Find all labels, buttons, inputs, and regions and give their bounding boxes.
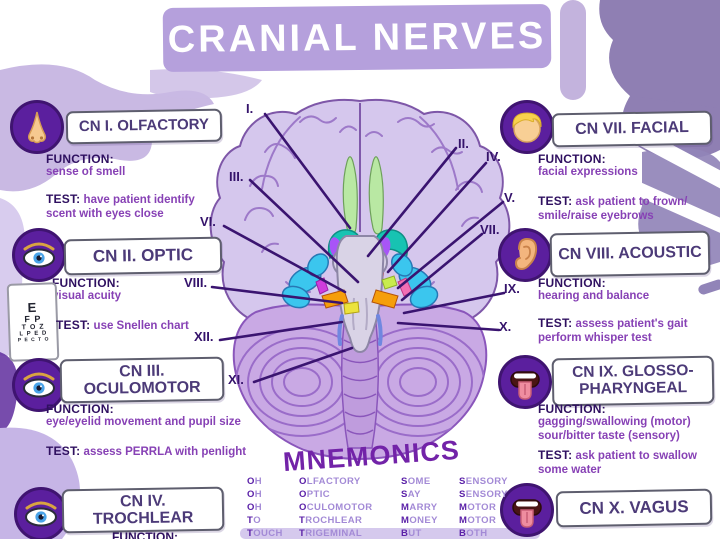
numeral-cn4: IV. bbox=[486, 149, 501, 164]
numeral-cn12: XII. bbox=[194, 329, 214, 344]
cn1-title-box: CN I. OLFACTORY bbox=[65, 108, 223, 145]
ear-icon bbox=[498, 228, 552, 282]
eye-icon bbox=[12, 228, 66, 282]
mnemonic-cell: BUT bbox=[401, 528, 422, 539]
cn1-title: CN I. OLFACTORY bbox=[78, 116, 210, 136]
mnemonic-cell: MOTOR bbox=[459, 502, 497, 513]
cn9-title: CN IX. GLOSSO- PHARYNGEAL bbox=[571, 362, 694, 398]
cn8-test: TEST: assess patient's gait perform whis… bbox=[538, 316, 688, 344]
mnemonic-cell: TROCHLEAR bbox=[299, 515, 363, 526]
numeral-cn6: VI. bbox=[200, 214, 216, 229]
cn10-title: CN X. VAGUS bbox=[579, 496, 689, 518]
numeral-cn11: XI. bbox=[228, 372, 244, 387]
mnemonic-cell: OH bbox=[247, 476, 263, 487]
mnemonics-table: OH OLFACTORY SOME SENSORY OH OPTIC SAY S… bbox=[247, 476, 539, 539]
cn7-title-box: CN VII. FACIAL bbox=[551, 110, 713, 148]
mnemonic-cell: MONEY bbox=[401, 515, 438, 526]
mnemonic-cell: SENSORY bbox=[459, 476, 508, 487]
mnemonic-cell: SOME bbox=[401, 476, 431, 487]
cn9-test: TEST: ask patient to swallow some water bbox=[538, 448, 697, 476]
mnemonic-cell: OH bbox=[247, 489, 263, 500]
mnemonic-cell: OH bbox=[247, 502, 263, 513]
cn4-title-box: CN IV. TROCHLEAR bbox=[61, 486, 225, 534]
cn8-function: FUNCTION: hearing and balance bbox=[538, 276, 650, 303]
mnemonic-cell: OLFACTORY bbox=[299, 476, 361, 487]
cn7-test: TEST: ask patient to frown/ smile/raise … bbox=[538, 194, 688, 222]
mnemonic-cell: TO bbox=[247, 515, 261, 526]
pointer-lines bbox=[210, 112, 506, 384]
cn9-title-box: CN IX. GLOSSO- PHARYNGEAL bbox=[551, 355, 715, 407]
title-banner: CRANIAL NERVES bbox=[162, 3, 552, 73]
cn3-function: FUNCTION: eye/eyelid movement and pupil … bbox=[46, 402, 241, 429]
face-icon bbox=[500, 100, 554, 154]
cn3-title-box: CN III. OCULOMOTOR bbox=[59, 356, 225, 404]
cn8-title-box: CN VIII. ACOUSTIC bbox=[549, 230, 711, 278]
brainstem bbox=[315, 235, 413, 354]
cn9-function: FUNCTION: gagging/swallowing (motor) sou… bbox=[538, 402, 691, 442]
cn3-title: CN III. OCULOMOTOR bbox=[83, 362, 201, 399]
mnemonic-cell: TOUCH bbox=[247, 528, 283, 539]
numeral-cn9: IX. bbox=[504, 281, 520, 296]
numeral-cn7: VII. bbox=[480, 222, 500, 237]
cn8-title: CN VIII. ACOUSTIC bbox=[558, 244, 702, 264]
mnemonic-cell: SAY bbox=[401, 489, 421, 500]
page-title: CRANIAL NERVES bbox=[167, 14, 547, 61]
tongue-icon bbox=[500, 483, 554, 537]
cn7-function: FUNCTION: facial expressions bbox=[538, 152, 638, 179]
tongue-icon bbox=[498, 355, 552, 409]
numeral-cn3: III. bbox=[229, 169, 244, 184]
cn2-function: FUNCTION: visual acuity bbox=[52, 276, 122, 303]
eye-icon bbox=[12, 358, 66, 412]
mnemonic-cell: OCULOMOTOR bbox=[299, 502, 373, 513]
mnemonic-cell: MARRY bbox=[401, 502, 438, 513]
mnemonic-cell: MOTOR bbox=[459, 515, 497, 526]
cn7-title: CN VII. FACIAL bbox=[574, 119, 690, 139]
cn4-title: CN IV. TROCHLEAR bbox=[92, 492, 194, 528]
mnemonic-cell: SENSORY bbox=[459, 489, 508, 500]
snellen-chart: E F P T O Z L P E D P E C T O bbox=[6, 282, 60, 362]
numeral-cn2: II. bbox=[458, 136, 469, 151]
numeral-cn5: V. bbox=[504, 190, 516, 205]
cn1-function: FUNCTION: sense of smell bbox=[46, 152, 126, 179]
nose-icon bbox=[10, 100, 64, 154]
cn2-title: CN II. OPTIC bbox=[92, 244, 194, 266]
cn1-test: TEST: have patient identify scent with e… bbox=[46, 192, 195, 220]
cn2-title-box: CN II. OPTIC bbox=[63, 236, 223, 276]
cn3-test: TEST: assess PERRLA with penlight bbox=[46, 444, 247, 458]
numeral-cn1: I. bbox=[246, 101, 254, 116]
numeral-cn10: X. bbox=[499, 319, 512, 334]
numeral-cn8: VIII. bbox=[184, 275, 208, 290]
cerebrum bbox=[209, 98, 511, 336]
mnemonic-cell: OPTIC bbox=[299, 489, 331, 500]
cn2-test: TEST: use Snellen chart bbox=[56, 318, 189, 332]
cn10-title-box: CN X. VAGUS bbox=[555, 488, 713, 528]
cn4-function-label: FUNCTION: bbox=[112, 530, 178, 539]
mnemonic-cell: BOTH bbox=[459, 528, 488, 539]
eye-icon bbox=[14, 487, 68, 539]
mnemonic-cell: TRIGEMINAL bbox=[299, 528, 363, 539]
